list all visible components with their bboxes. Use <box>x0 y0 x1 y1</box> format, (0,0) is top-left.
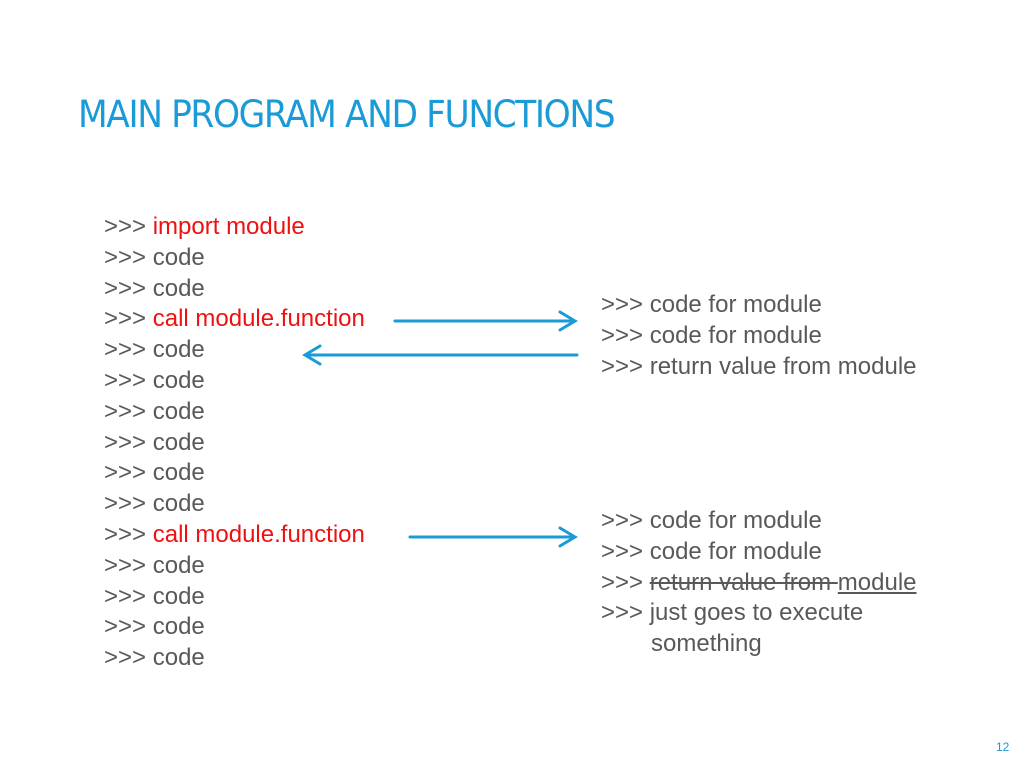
code-line: >>> code <box>104 274 205 302</box>
code-line: >>> code <box>104 366 205 394</box>
code-line: >>> code <box>104 428 205 456</box>
page-title: MAIN PROGRAM AND FUNCTIONS <box>78 93 616 136</box>
code-line: >>> code for module <box>601 291 822 318</box>
page-number: 12 <box>996 740 1010 754</box>
code-line: >>> return value from module <box>601 352 917 380</box>
code-line: something <box>651 630 762 658</box>
code-line: >>> call module.function <box>104 305 365 333</box>
code-line: >>> code <box>104 644 205 672</box>
code-line: >>> code <box>104 613 205 641</box>
struck-text: return value from <box>649 568 838 596</box>
code-line: >>> code <box>104 459 205 487</box>
main-program-code: >>> import module>>> code>>> code>>> cal… <box>104 212 365 674</box>
code-line: >>> code <box>104 490 205 518</box>
code-line: >>> code for module <box>601 537 822 565</box>
function-block-2: >>> code for module >>> code for module … <box>601 506 917 660</box>
code-line: >>> code <box>104 336 205 364</box>
code-line: >>> return value from module <box>601 568 917 596</box>
code-line: >>> code for module <box>601 507 822 534</box>
code-line: >>> just goes to execute <box>601 599 864 627</box>
arrow-right-icon <box>408 526 578 548</box>
arrow-left-icon <box>302 344 579 366</box>
code-line: >>> code for module <box>601 321 822 349</box>
function-block-1: >>> code for module >>> code for module … <box>601 290 917 382</box>
code-line: >>> code <box>104 551 205 579</box>
code-line: >>> code <box>104 243 205 271</box>
code-line: >>> import module <box>104 213 305 240</box>
code-line: >>> code <box>104 397 205 425</box>
arrow-right-icon <box>393 310 578 332</box>
code-line: >>> call module.function <box>104 520 365 548</box>
code-line: >>> code <box>104 582 205 610</box>
underlined-text: module <box>837 568 917 596</box>
